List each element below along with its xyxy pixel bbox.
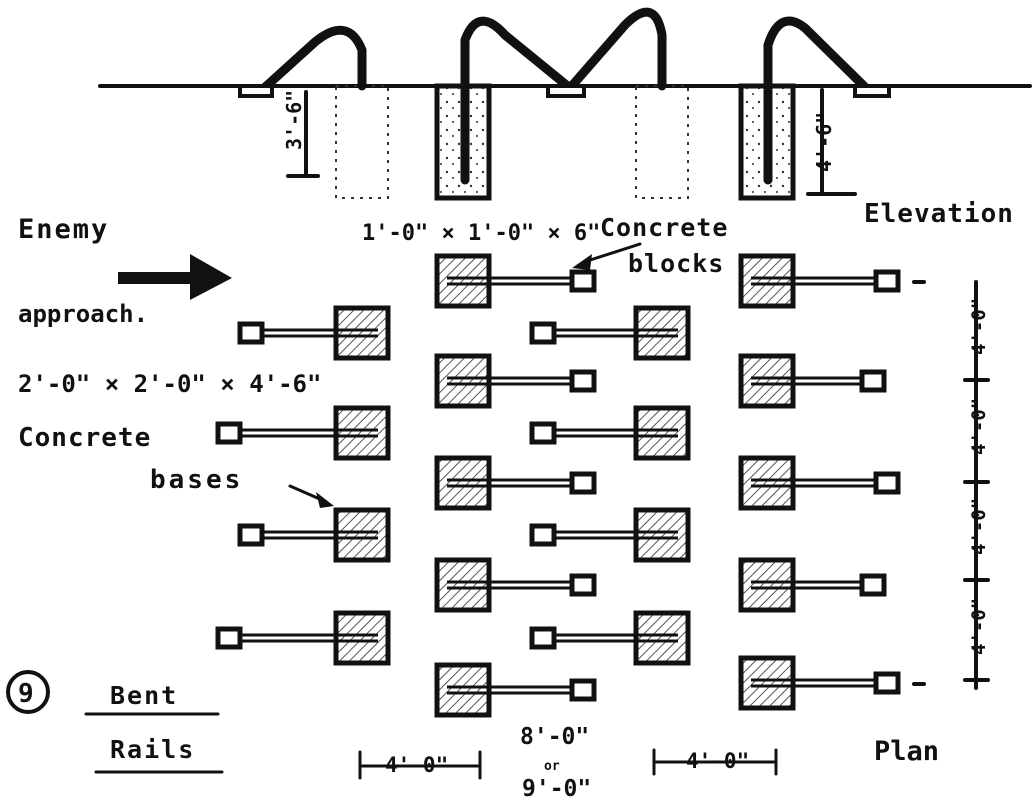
enemy-label: Enemy — [18, 214, 109, 245]
concrete-base — [333, 507, 391, 563]
col-spacing-middle-top: 8'-0" — [520, 724, 589, 750]
elevation-block — [853, 84, 891, 98]
concrete-block — [529, 523, 557, 547]
concrete-base — [738, 455, 796, 511]
elevation-base-hidden — [335, 85, 389, 199]
concrete-base — [333, 305, 391, 361]
figure-number: 9 — [18, 679, 34, 709]
concrete-block — [529, 626, 557, 650]
leader-arrow-icon — [572, 242, 642, 270]
concrete-block — [873, 471, 901, 495]
col-spacing-middle-or: or — [544, 759, 560, 774]
elevation-block — [238, 84, 274, 98]
elevation-label: Elevation — [864, 199, 1014, 229]
plan-view — [215, 253, 901, 718]
depth-right-label: 4'-6" — [812, 112, 836, 172]
bent-rail — [763, 16, 875, 185]
bent-rail — [565, 7, 667, 93]
concrete-block — [569, 573, 597, 597]
bent-rail — [257, 25, 367, 95]
elevation-base-hidden — [635, 85, 689, 199]
concrete-base — [633, 305, 691, 361]
concrete-bases-label: Concrete — [18, 423, 151, 453]
spacing-label: 4'-0" — [968, 398, 990, 455]
col-spacing-middle-bottom: 9'-0" — [522, 776, 591, 802]
spacing-label: 4'-0" — [968, 298, 990, 355]
concrete-block — [873, 269, 901, 293]
concrete-block — [873, 671, 901, 695]
concrete-base — [738, 353, 796, 409]
concrete-block — [569, 471, 597, 495]
bent-rail — [460, 16, 575, 185]
concrete-base — [434, 353, 492, 409]
concrete-block — [529, 321, 557, 345]
concrete-base — [738, 253, 796, 309]
concrete-block — [569, 269, 597, 293]
caption-rails: Rails — [110, 735, 195, 764]
concrete-base — [738, 557, 796, 613]
concrete-base — [434, 662, 492, 718]
figure-number-circle — [6, 670, 50, 714]
concrete-base — [633, 507, 691, 563]
concrete-base — [633, 405, 691, 461]
concrete-block — [215, 421, 243, 445]
caption-bent: Bent — [110, 681, 178, 710]
spacing-label: 4'-0" — [968, 498, 990, 555]
concrete-base — [434, 557, 492, 613]
concrete-block — [569, 369, 597, 393]
concrete-base — [434, 253, 492, 309]
concrete-base — [633, 610, 691, 666]
concrete-block — [237, 523, 265, 547]
concrete-block — [569, 678, 597, 702]
concrete-block — [859, 573, 887, 597]
col-spacing-left-label: 4'-0" — [385, 753, 448, 777]
concrete-base — [738, 655, 796, 711]
approach-label: approach. — [18, 300, 148, 328]
spacing-label: 4'-0" — [968, 598, 990, 655]
blocks-label: blocks — [628, 249, 724, 278]
concrete-block — [237, 321, 265, 345]
col-spacing-right-label: 4'-0" — [686, 749, 749, 773]
col-spacing-dimension — [358, 750, 482, 780]
concrete-base — [333, 610, 391, 666]
depth-left-label: 3'-6" — [282, 90, 306, 150]
concrete-base — [434, 455, 492, 511]
concrete-block — [859, 369, 887, 393]
concrete-base — [333, 405, 391, 461]
concrete-blocks-label: Concrete — [600, 213, 728, 242]
elevation-view: 3'-6" 4'-6" — [98, 7, 1032, 201]
concrete-block — [215, 626, 243, 650]
col-spacing-dimension — [652, 748, 778, 776]
vertical-spacing-dimension — [912, 280, 990, 690]
leader-arrow-icon — [288, 484, 334, 508]
bases-label: bases — [150, 465, 243, 495]
elevation-block — [546, 84, 586, 98]
base-size-label: 2'-0" × 2'-0" × 4'-6" — [18, 370, 321, 398]
concrete-block — [529, 421, 557, 445]
block-size-label: 1'-0" × 1'-0" × 6" — [362, 221, 600, 246]
plan-label: Plan — [874, 736, 939, 767]
right-arrow-icon — [118, 254, 232, 300]
